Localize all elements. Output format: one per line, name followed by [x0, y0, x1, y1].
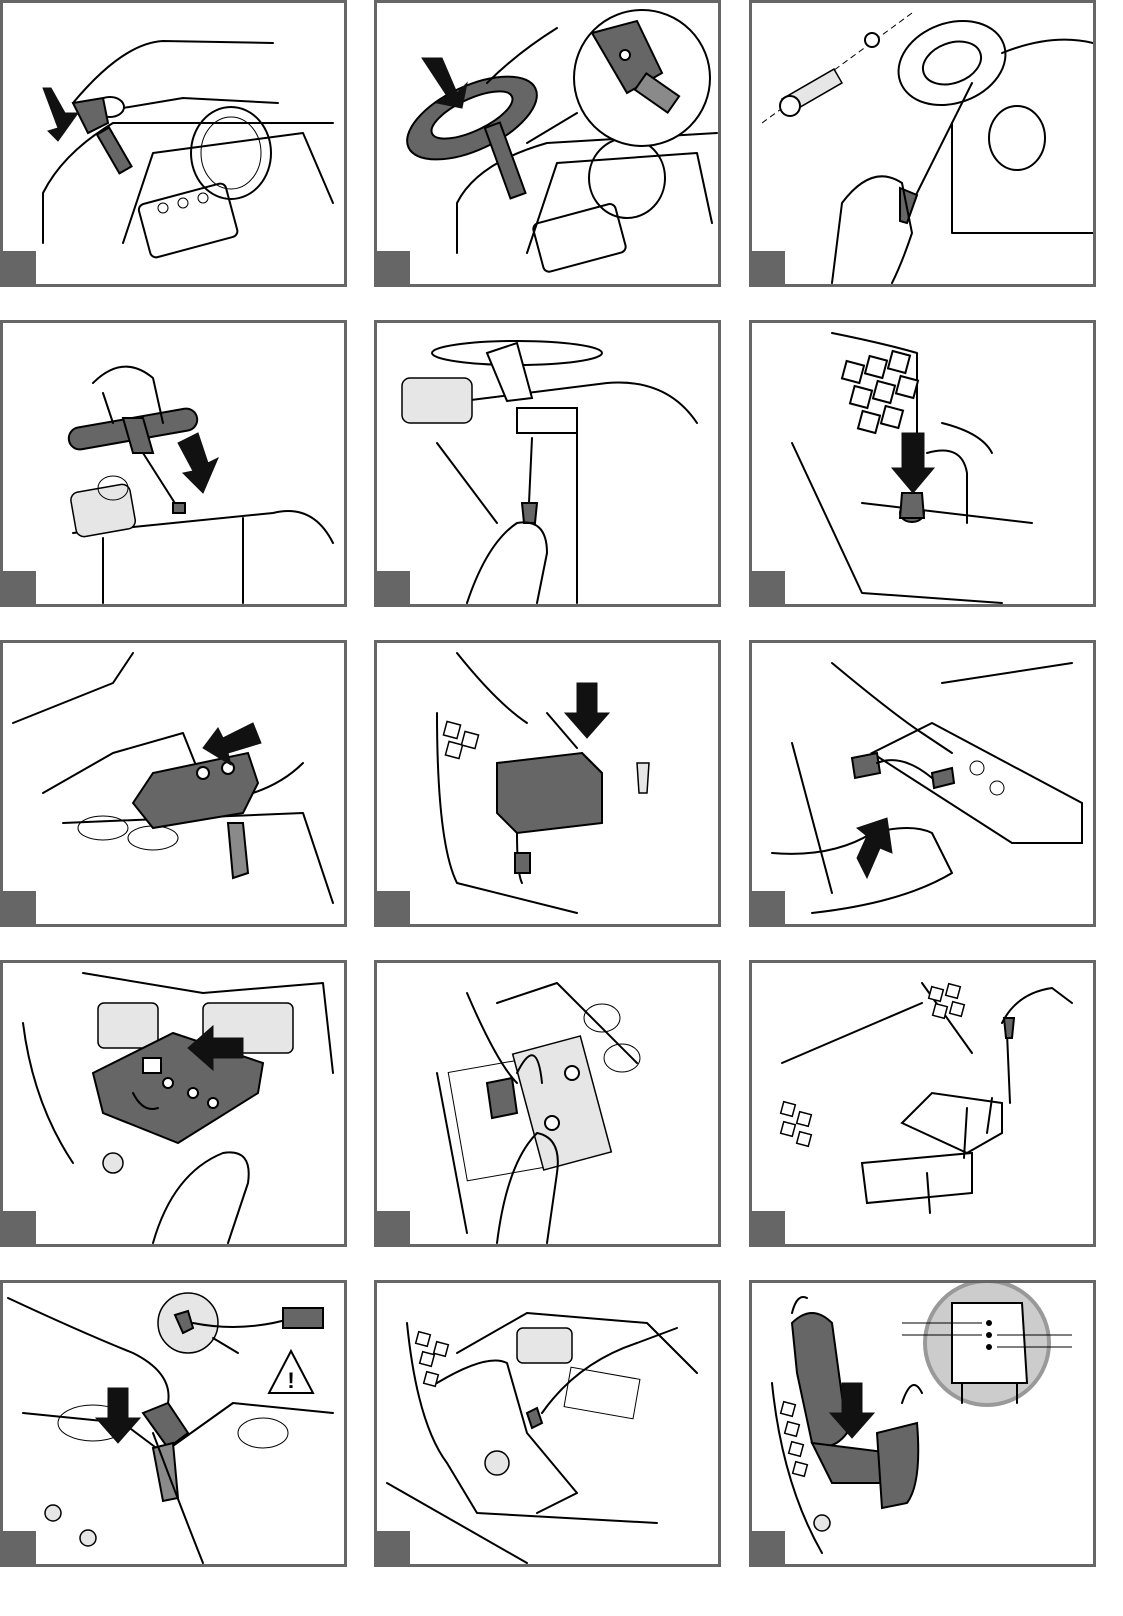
step-panel-13: ! [0, 1280, 347, 1567]
screw-fasten-illustration [377, 1283, 718, 1564]
step-number-badge [752, 571, 785, 604]
down-arrow-icon [565, 683, 609, 738]
steering-wheel-mount-illustration [377, 3, 718, 284]
step-panel-11 [374, 960, 721, 1247]
shift-lever-screw-illustration [377, 323, 718, 604]
step-panel-8 [374, 640, 721, 927]
knob-press-illustration [752, 323, 1093, 604]
step-number-badge [377, 1211, 410, 1244]
step-panel-2 [374, 0, 721, 287]
step-number-badge [3, 571, 36, 604]
step-number-badge [3, 1211, 36, 1244]
step-number-badge [377, 891, 410, 924]
connector-plug-illustration [377, 963, 718, 1244]
step-number-badge [752, 1211, 785, 1244]
step-panel-9 [749, 640, 1096, 927]
up-arrow-icon [857, 818, 892, 878]
step-number-badge [752, 1531, 785, 1564]
step-panel-15 [749, 1280, 1096, 1567]
step-panel-10 [0, 960, 347, 1247]
step-panel-14 [374, 1280, 721, 1567]
battery-cover-connector-illustration [752, 643, 1093, 924]
battery-insert-illustration [377, 643, 718, 924]
cover-screws-illustration [752, 963, 1093, 1244]
steering-bolt-screwdriver-illustration [752, 3, 1093, 284]
up-arrow-icon [43, 88, 78, 141]
step-number-badge [3, 1531, 36, 1564]
warning-exclamation-icon: ! [287, 1368, 294, 1393]
down-arrow-icon [96, 1388, 140, 1443]
step-panel-3 [749, 0, 1096, 287]
step-number-badge [377, 571, 410, 604]
step-panel-6 [749, 320, 1096, 607]
down-arrow-icon [178, 433, 218, 493]
step-panel-5 [374, 320, 721, 607]
fuse-connector-warning-illustration: ! [3, 1283, 344, 1564]
shift-lever-insert-illustration [3, 323, 344, 604]
lift-lever-illustration [3, 3, 344, 284]
down-arrow-icon [422, 58, 467, 108]
step-number-badge [3, 251, 36, 284]
step-number-badge [752, 251, 785, 284]
step-number-badge [377, 251, 410, 284]
step-number-badge [3, 891, 36, 924]
seat-install-illustration [752, 1283, 1093, 1564]
step-panel-1 [0, 0, 347, 287]
battery-tray-slide-illustration [3, 963, 344, 1244]
step-panel-12 [749, 960, 1096, 1247]
step-number-badge [377, 1531, 410, 1564]
step-number-badge [752, 891, 785, 924]
step-panel-7 [0, 640, 347, 927]
down-arrow-icon [892, 433, 934, 493]
step-panel-4 [0, 320, 347, 607]
battery-cover-slide-illustration [3, 643, 344, 924]
